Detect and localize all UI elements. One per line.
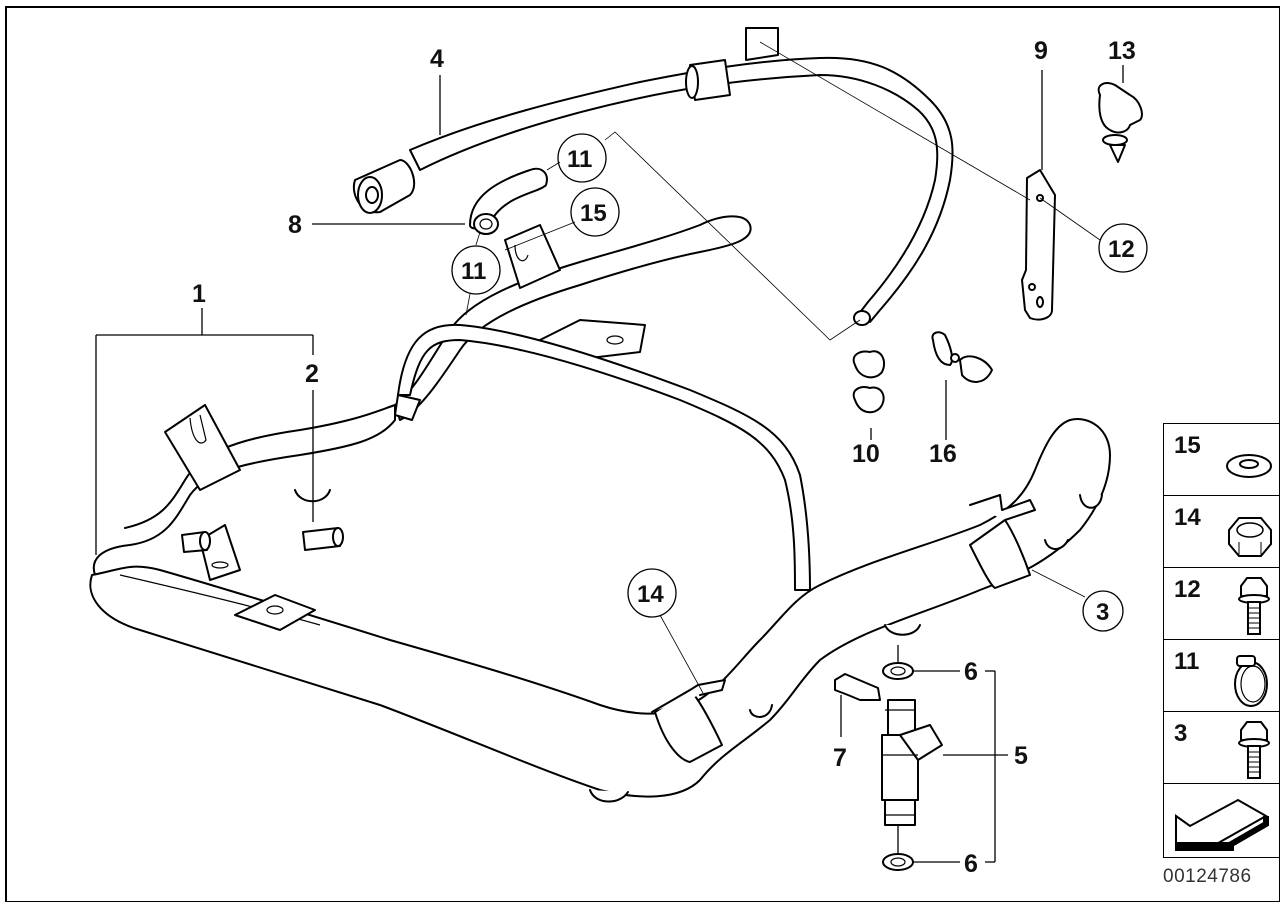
callout-9[interactable]: 9 bbox=[1034, 37, 1048, 65]
legend-label: 12 bbox=[1174, 576, 1201, 603]
legend-label: 15 bbox=[1174, 432, 1201, 459]
bracket-9[interactable] bbox=[1021, 169, 1056, 321]
vacuum-hose[interactable] bbox=[394, 323, 811, 591]
callout-12[interactable]: 12 bbox=[1108, 236, 1135, 263]
hex-nut-icon bbox=[1228, 517, 1272, 557]
callout-4[interactable]: 4 bbox=[430, 45, 444, 73]
flange-bolt-icon bbox=[1238, 721, 1270, 779]
callout-15-circle bbox=[570, 187, 620, 237]
flange-bolt-icon bbox=[1238, 577, 1270, 635]
legend-item-hose-clamp[interactable]: 11 bbox=[1163, 639, 1280, 711]
clip-13[interactable] bbox=[1097, 82, 1143, 163]
callout-15[interactable]: 15 bbox=[580, 200, 607, 227]
clip-10[interactable] bbox=[852, 350, 886, 414]
callout-2[interactable]: 2 bbox=[305, 360, 319, 388]
callout-3-circle bbox=[1082, 590, 1124, 632]
callout-12-circle bbox=[1098, 223, 1148, 273]
seal-6-bottom[interactable] bbox=[882, 853, 914, 871]
legend-label: 14 bbox=[1174, 504, 1201, 531]
hose-clamp-icon bbox=[1234, 655, 1268, 707]
injector-5[interactable] bbox=[881, 699, 943, 826]
callout-11a-circle bbox=[557, 133, 607, 183]
navigation-arrow-icon bbox=[1175, 798, 1269, 852]
callout-11b-circle bbox=[451, 245, 501, 295]
callout-16[interactable]: 16 bbox=[929, 440, 957, 468]
clip-16[interactable] bbox=[931, 331, 993, 383]
legend-navigation-arrow[interactable] bbox=[1163, 783, 1280, 858]
callout-8[interactable]: 8 bbox=[288, 211, 302, 239]
pin-2[interactable] bbox=[302, 527, 344, 551]
small-parts-legend: 15 14 12 11 3 bbox=[1163, 423, 1280, 858]
callout-6-top[interactable]: 6 bbox=[964, 658, 978, 686]
legend-item-washer[interactable]: 15 bbox=[1163, 423, 1280, 495]
legend-item-flange-bolt-12[interactable]: 12 bbox=[1163, 567, 1280, 639]
callout-7[interactable]: 7 bbox=[833, 744, 847, 772]
callout-labels: 1 2 3 4 5 6 6 7 8 9 10 11 11 12 13 14 15… bbox=[192, 37, 1148, 878]
seal-6-top[interactable] bbox=[882, 662, 914, 680]
washer-icon bbox=[1226, 454, 1272, 478]
callout-10[interactable]: 10 bbox=[852, 440, 880, 468]
legend-item-hex-nut[interactable]: 14 bbox=[1163, 495, 1280, 567]
document-number: 00124786 bbox=[1163, 866, 1252, 887]
callout-1[interactable]: 1 bbox=[192, 280, 206, 308]
callout-6-bottom[interactable]: 6 bbox=[964, 850, 978, 878]
clip-7[interactable] bbox=[834, 673, 881, 701]
fuel-rail-assembly[interactable] bbox=[89, 215, 1111, 803]
legend-item-flange-bolt-3[interactable]: 3 bbox=[1163, 711, 1280, 783]
leader-lines bbox=[95, 41, 1124, 863]
callout-14-circle bbox=[627, 568, 677, 618]
hose-8[interactable] bbox=[469, 167, 548, 235]
callout-5[interactable]: 5 bbox=[1014, 742, 1028, 770]
callout-11-top[interactable]: 11 bbox=[567, 146, 592, 173]
legend-label: 3 bbox=[1174, 720, 1188, 747]
callout-3[interactable]: 3 bbox=[1096, 599, 1109, 626]
callout-14[interactable]: 14 bbox=[637, 581, 664, 608]
callout-11-lower[interactable]: 11 bbox=[461, 258, 486, 285]
callout-13[interactable]: 13 bbox=[1108, 37, 1136, 65]
legend-label: 11 bbox=[1174, 648, 1200, 675]
